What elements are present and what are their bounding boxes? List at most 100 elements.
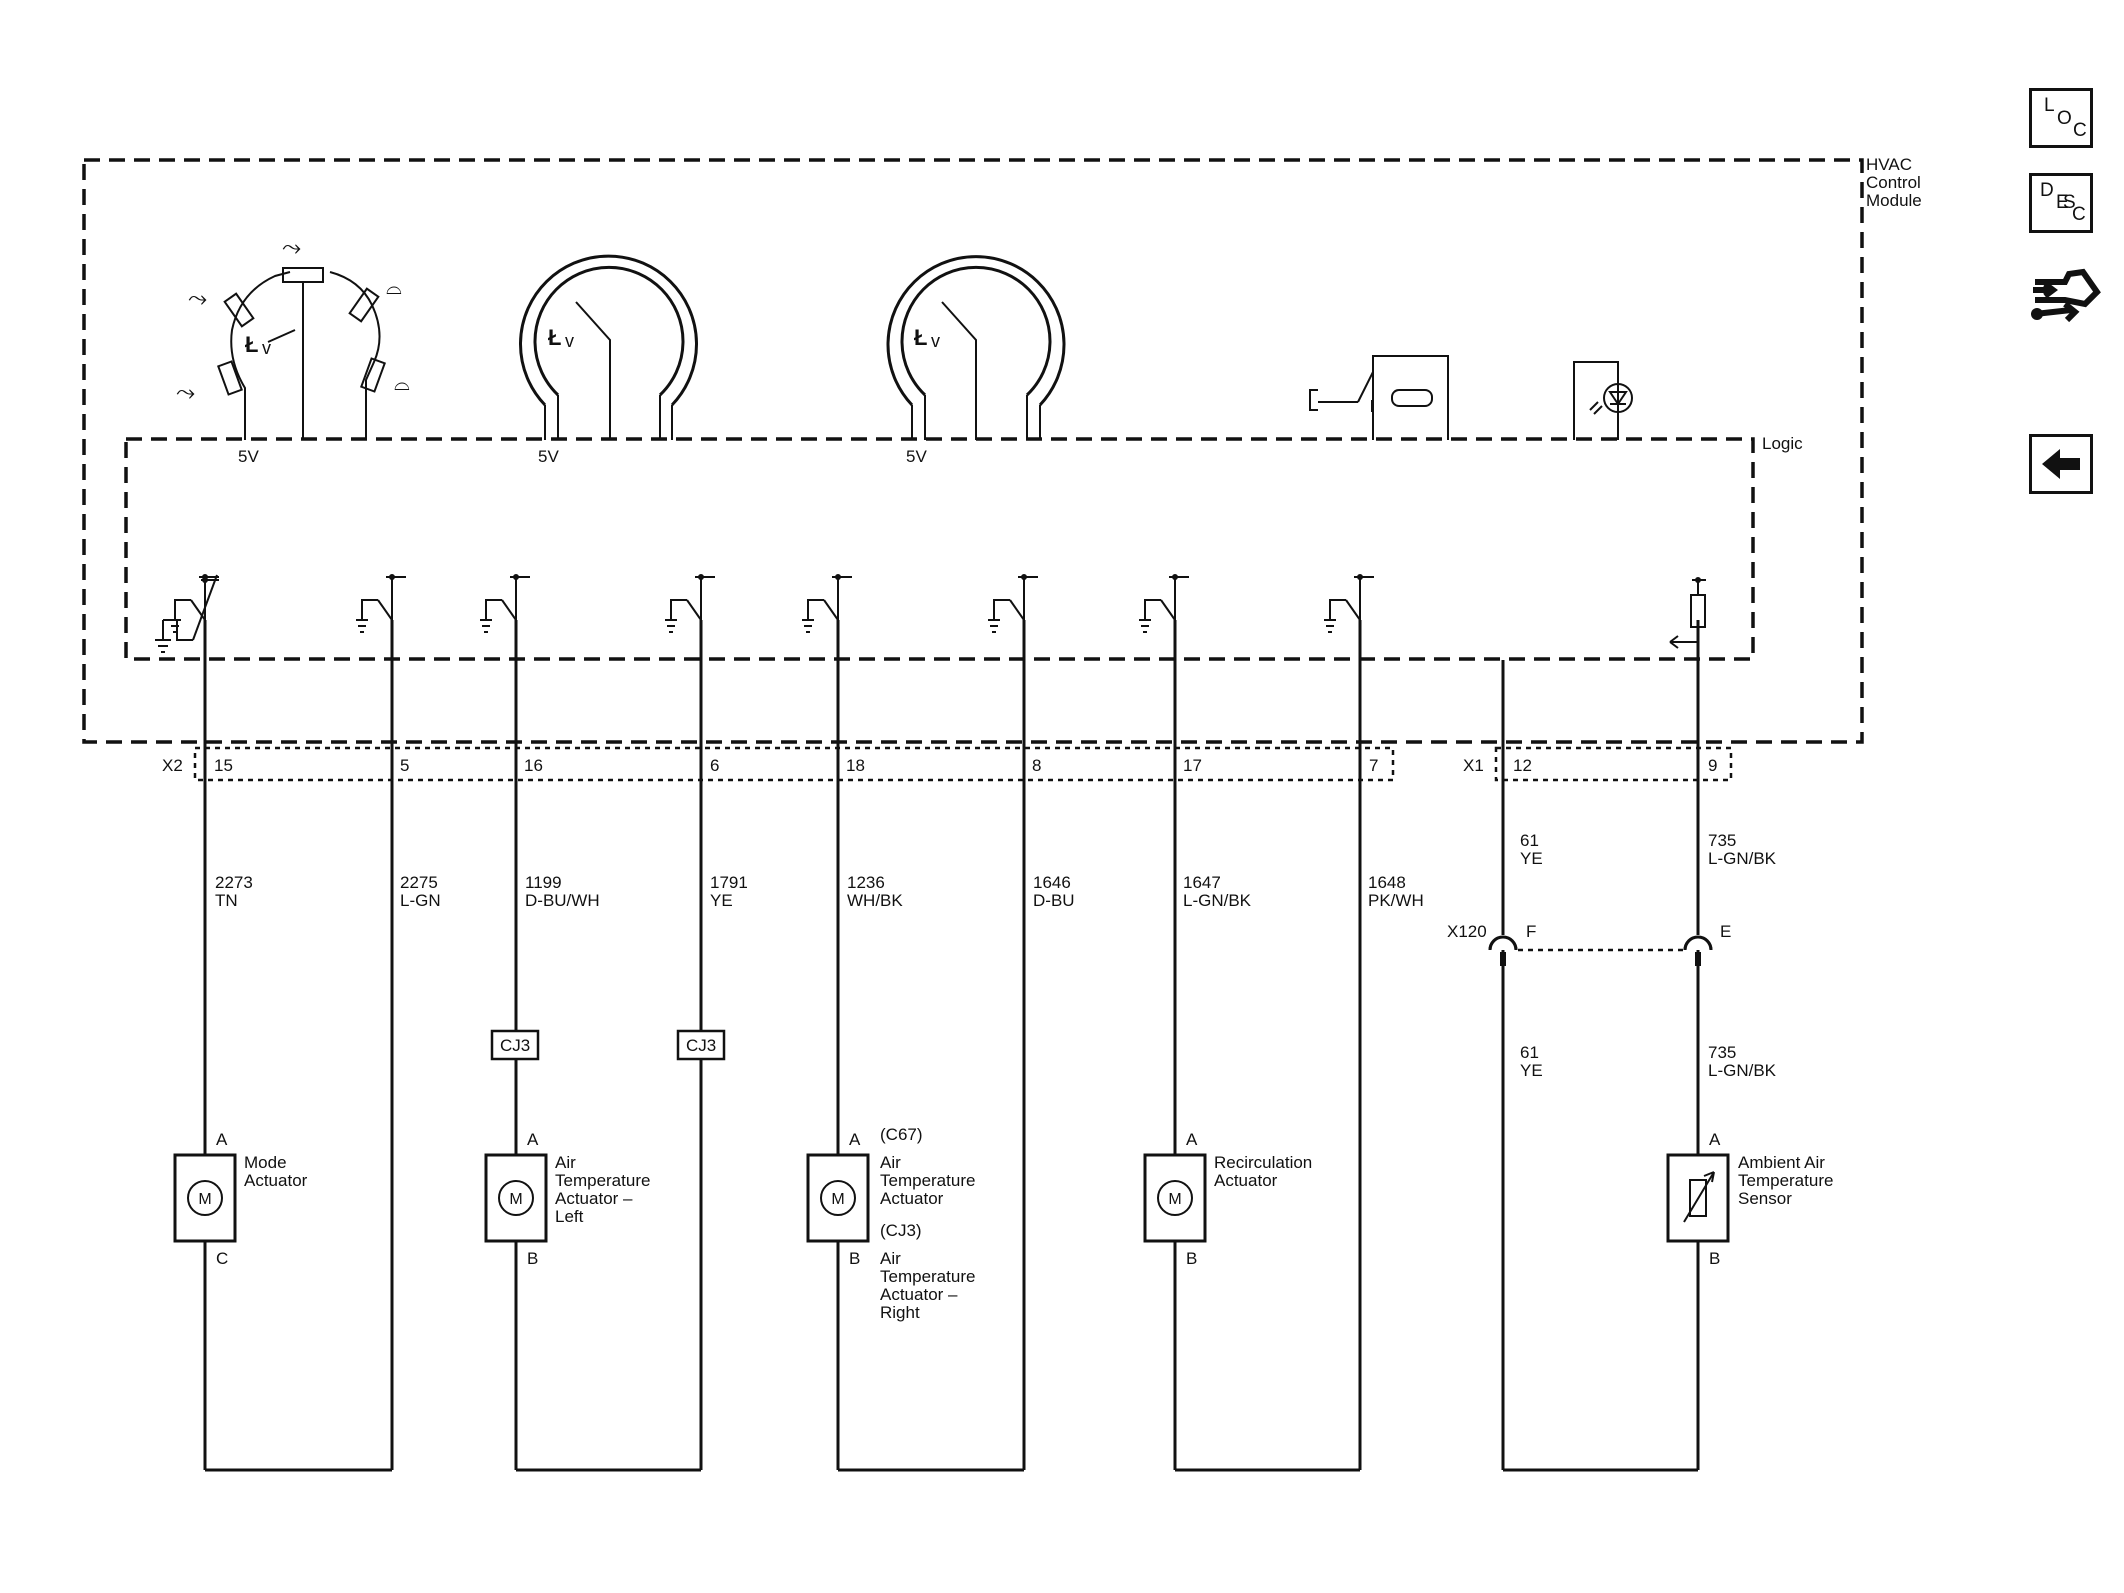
svg-text:Temperature: Temperature xyxy=(1738,1171,1833,1190)
svg-text:Mode: Mode xyxy=(244,1153,287,1172)
svg-text:A: A xyxy=(527,1130,539,1149)
desc-letter-d: D xyxy=(2040,180,2054,201)
svg-text:YE: YE xyxy=(1520,849,1543,868)
svg-text:7: 7 xyxy=(1369,756,1378,775)
svg-text:L-GN/BK: L-GN/BK xyxy=(1183,891,1252,910)
svg-text:L-GN/BK: L-GN/BK xyxy=(1708,849,1777,868)
mode-actuator: M A C Mode Actuator xyxy=(173,1130,308,1268)
svg-text:WH/BK: WH/BK xyxy=(847,891,903,910)
svg-text:15: 15 xyxy=(214,756,233,775)
supply-5v-2: 5V xyxy=(538,447,559,466)
svg-text:2275: 2275 xyxy=(400,873,438,892)
desc-letter-s: S xyxy=(2063,192,2076,213)
svg-text:Right: Right xyxy=(880,1303,920,1322)
driver-switch-glyphs xyxy=(169,574,1706,649)
x120-pin-f: F xyxy=(1526,922,1536,941)
svg-text:B: B xyxy=(527,1249,538,1268)
left-arrow-icon xyxy=(2042,449,2080,479)
ambient-air-temp-sensor: A B Ambient Air Temperature Sensor xyxy=(1666,1130,1833,1268)
svg-text:v: v xyxy=(565,331,574,351)
module-title: HVAC Control Module xyxy=(1866,155,1922,210)
svg-text:Air: Air xyxy=(555,1153,576,1172)
back-button[interactable] xyxy=(2029,434,2093,494)
splice-box: CJ3 xyxy=(676,1029,726,1061)
svg-text:L-GN: L-GN xyxy=(400,891,441,910)
x2-pins: 15 5 16 6 18 8 17 7 xyxy=(214,756,1378,775)
svg-text:18: 18 xyxy=(846,756,865,775)
x2-connector xyxy=(193,746,1395,782)
svg-text:D-BU: D-BU xyxy=(1033,891,1075,910)
svg-text:16: 16 xyxy=(524,756,543,775)
svg-text:v: v xyxy=(931,331,940,351)
svg-text:1199: 1199 xyxy=(525,873,562,892)
svg-text:Actuator: Actuator xyxy=(244,1171,308,1190)
loc-letter-o: O xyxy=(2057,108,2072,129)
svg-text:A: A xyxy=(849,1130,861,1149)
svg-text:TN: TN xyxy=(215,891,238,910)
svg-text:9: 9 xyxy=(1708,756,1717,775)
mode-position-sensor: Ł v ⤳ ⤳ ⤳ ⌓ ⌓ xyxy=(176,234,410,440)
svg-text:Air: Air xyxy=(880,1153,901,1172)
svg-text:Actuator: Actuator xyxy=(1214,1171,1278,1190)
svg-text:v: v xyxy=(262,338,271,358)
svg-text:B: B xyxy=(1709,1249,1720,1268)
svg-text:1236: 1236 xyxy=(847,873,885,892)
svg-text:B: B xyxy=(1186,1249,1197,1268)
svg-text:Control: Control xyxy=(1866,173,1921,192)
svg-text:(CJ3): (CJ3) xyxy=(880,1221,922,1240)
svg-text:Ł: Ł xyxy=(548,325,561,350)
x2-label: X2 xyxy=(162,756,183,775)
description-button[interactable]: D E S C xyxy=(2029,173,2093,233)
svg-text:8: 8 xyxy=(1032,756,1041,775)
svg-text:Recirculation: Recirculation xyxy=(1214,1153,1312,1172)
svg-text:12: 12 xyxy=(1513,756,1532,775)
svg-text:Temperature: Temperature xyxy=(880,1267,975,1286)
loc-letter-c: C xyxy=(2073,120,2087,141)
svg-text:YE: YE xyxy=(1520,1061,1543,1080)
svg-text:61: 61 xyxy=(1520,831,1539,850)
svg-text:Ambient Air: Ambient Air xyxy=(1738,1153,1825,1172)
sunload-sensor xyxy=(1573,361,1633,440)
desc-letter-c: C xyxy=(2072,204,2086,225)
svg-text:Ł: Ł xyxy=(914,325,927,350)
svg-text:Actuator: Actuator xyxy=(880,1189,944,1208)
svg-text:5: 5 xyxy=(400,756,409,775)
svg-text:A: A xyxy=(216,1130,228,1149)
air-temp-right-actuator: M A B (C67) Air Temperature Actuator (CJ… xyxy=(806,1125,975,1322)
svg-text:⌓: ⌓ xyxy=(386,277,402,299)
svg-text:(C67): (C67) xyxy=(880,1125,923,1144)
recirc-switch xyxy=(1309,355,1449,440)
supply-5v-3: 5V xyxy=(906,447,927,466)
svg-text:⤳: ⤳ xyxy=(176,379,195,406)
x120-pin-e: E xyxy=(1720,922,1731,941)
svg-text:Actuator –: Actuator – xyxy=(555,1189,633,1208)
svg-text:Sensor: Sensor xyxy=(1738,1189,1792,1208)
svg-text:M: M xyxy=(509,1191,522,1208)
svg-text:M: M xyxy=(1168,1191,1181,1208)
svg-text:735: 735 xyxy=(1708,831,1736,850)
svg-text:D-BU/WH: D-BU/WH xyxy=(525,891,600,910)
svg-text:M: M xyxy=(831,1191,844,1208)
svg-text:17: 17 xyxy=(1183,756,1202,775)
svg-text:A: A xyxy=(1186,1130,1198,1149)
svg-text:HVAC: HVAC xyxy=(1866,155,1912,174)
svg-text:M: M xyxy=(198,1191,211,1208)
connector-tools-icon[interactable] xyxy=(2025,252,2105,332)
location-button[interactable]: L O C xyxy=(2029,88,2093,148)
supply-5v-1: 5V xyxy=(238,447,259,466)
svg-text:Temperature: Temperature xyxy=(880,1171,975,1190)
svg-text:2273: 2273 xyxy=(215,873,253,892)
desc-letter-e: E xyxy=(2056,192,2069,213)
svg-text:⌓: ⌓ xyxy=(394,373,410,395)
hvac-module-boundary xyxy=(82,158,1864,744)
svg-text:⤳: ⤳ xyxy=(282,234,301,261)
recirculation-actuator: M A B Recirculation Actuator xyxy=(1143,1130,1312,1268)
svg-text:Temperature: Temperature xyxy=(555,1171,650,1190)
svg-text:Left: Left xyxy=(555,1207,584,1226)
svg-text:⤳: ⤳ xyxy=(188,285,207,312)
svg-text:YE: YE xyxy=(710,891,733,910)
svg-text:Actuator –: Actuator – xyxy=(880,1285,958,1304)
